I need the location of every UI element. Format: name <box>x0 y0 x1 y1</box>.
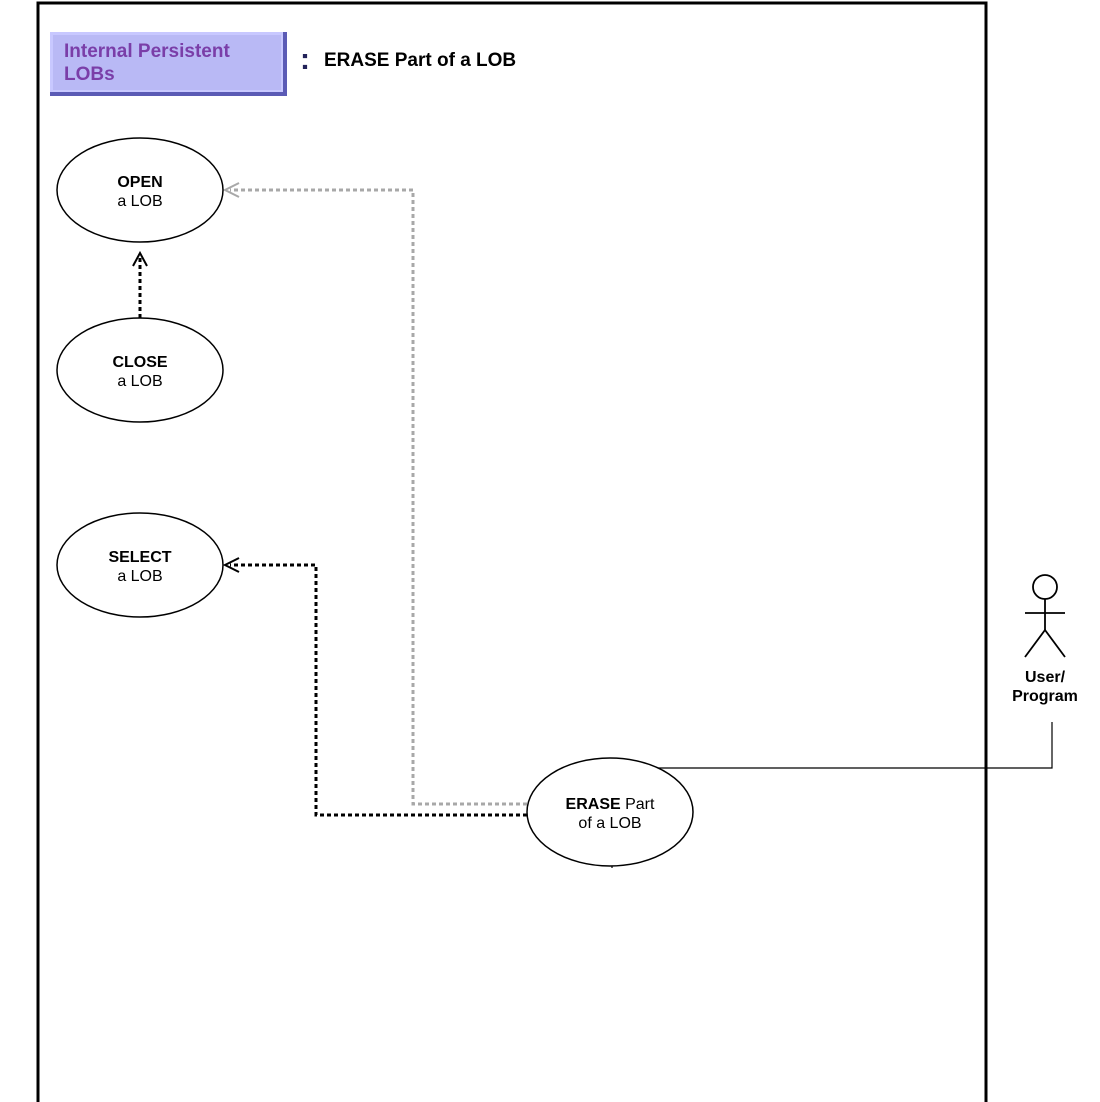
usecase-select-verb: SELECT <box>108 549 171 566</box>
usecase-close-verb: CLOSE <box>112 354 167 371</box>
badge-line-1: Internal Persistent <box>64 41 230 62</box>
actor-head <box>1032 574 1058 600</box>
actor-label-line-1: User/ <box>1025 669 1066 686</box>
usecase-close[interactable]: CLOSE a LOB <box>56 317 224 423</box>
section-badge[interactable]: Internal Persistent LOBs <box>50 32 287 96</box>
usecase-select[interactable]: SELECT a LOB <box>56 512 224 618</box>
dependency-erase-to-select <box>222 557 527 817</box>
usecase-ellipse <box>526 757 694 867</box>
usecase-erase[interactable]: ERASE Part of a LOB <box>526 757 694 867</box>
usecase-open-verb: OPEN <box>117 174 162 191</box>
arrowhead-icon <box>222 557 240 573</box>
usecase-open-object: a LOB <box>117 193 162 210</box>
page-title: ERASE Part of a LOB <box>324 50 516 71</box>
usecase-ellipse <box>56 317 224 423</box>
arrowhead-icon <box>132 250 148 267</box>
usecase-open[interactable]: OPEN a LOB <box>56 137 224 243</box>
title-colon: : <box>300 43 310 76</box>
usecase-erase-part: Part <box>621 796 655 813</box>
usecase-erase-line-1: ERASE Part <box>566 796 655 813</box>
arrowhead-icon <box>222 182 240 198</box>
dependency-close-to-open <box>132 250 148 318</box>
actor-stick-figure-icon <box>1024 574 1066 658</box>
actor-user-program[interactable]: User/ Program <box>1012 574 1078 705</box>
usecase-erase-verb: ERASE <box>566 796 621 813</box>
dependency-line <box>230 563 527 817</box>
usecase-select-object: a LOB <box>117 568 162 585</box>
usecase-ellipse <box>56 137 224 243</box>
dependency-line <box>230 188 527 806</box>
diagram-frame <box>36 1 988 1102</box>
badge-face <box>53 35 281 90</box>
actor-legs <box>1024 628 1066 658</box>
actor-label-line-2: Program <box>1012 688 1078 705</box>
usecase-erase-object: of a LOB <box>578 815 641 832</box>
badge-line-2: LOBs <box>64 64 115 85</box>
dependency-erase-to-open <box>222 182 527 806</box>
usecase-ellipse <box>56 512 224 618</box>
usecase-close-object: a LOB <box>117 373 162 390</box>
